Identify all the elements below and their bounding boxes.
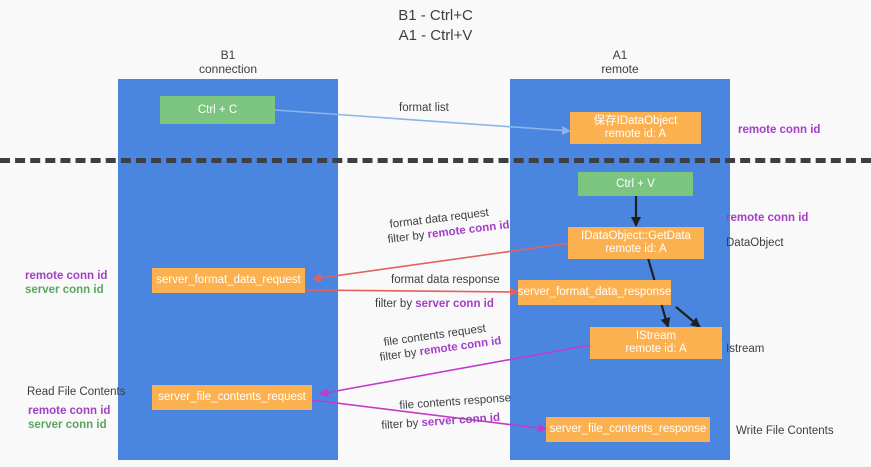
column-header-b1-role: connection [198,62,258,76]
note-left-server-conn-id-bottom: server conn id [28,419,107,431]
filter-key-server-conn-id-2: server conn id [421,411,501,430]
box-istream-label: IStream [635,330,677,342]
filter-prefix-1: filter by [387,229,429,246]
box-server-format-data-response[interactable]: server_format_data_response [518,280,671,305]
box-save-idataobject-label: 保存IDataObject [593,115,678,127]
box-ctrl-c-label: Ctrl + C [197,103,238,116]
phase-divider-line [0,158,871,163]
box-server-format-data-response-label: server_format_data_response [517,286,672,298]
box-ctrl-v[interactable]: Ctrl + V [578,172,693,196]
filter-key-server-conn-id-1: server conn id [415,298,494,310]
box-idataobject-getdata-sub: remote id: A [605,243,667,255]
box-istream-sub: remote id: A [625,343,687,355]
note-write-file-contents: Write File Contents [736,425,834,437]
box-server-file-contents-request-label: server_file_contents_request [158,391,306,403]
title-line-2: A1 - Ctrl+V [398,27,473,44]
note-left-remote-conn-id-bottom: remote conn id [28,405,111,417]
note-istream: Istream [726,343,765,355]
note-remote-conn-id-top: remote conn id [738,124,821,136]
filter-prefix-3: filter by [379,346,421,364]
note-left-remote-conn-id-mid: remote conn id [25,270,108,282]
column-header-a1-role: remote [601,62,639,76]
box-save-idataobject[interactable]: 保存IDataObject remote id: A [570,112,701,144]
note-left-server-conn-id-mid: server conn id [25,284,104,296]
box-idataobject-getdata[interactable]: IDataObject::GetData remote id: A [568,227,704,259]
page-title: B1 - Ctrl+C A1 - Ctrl+V [0,6,871,46]
box-save-idataobject-sub: remote id: A [604,128,667,140]
edge-label-file-contents-response-filter: filter by server conn id [381,412,500,432]
box-server-file-contents-response-label: server_file_contents_response [549,423,707,435]
box-server-file-contents-request[interactable]: server_file_contents_request [152,385,312,410]
box-server-format-data-request-label: server_format_data_request [156,274,301,286]
box-ctrl-v-label: Ctrl + V [616,177,655,190]
title-line-1: B1 - Ctrl+C [398,7,473,24]
edge-label-format-data-response-filter: filter by server conn id [375,298,494,310]
column-header-a1: A1 remote [510,48,730,76]
edge-label-file-contents-response: file contents response [399,392,512,412]
edge-label-format-data-response: format data response [391,274,500,286]
box-ctrl-c[interactable]: Ctrl + C [160,96,275,124]
column-header-a1-name: A1 [612,48,628,62]
column-header-b1: B1 connection [118,48,338,76]
box-server-format-data-request[interactable]: server_format_data_request [152,268,305,293]
note-read-file-contents: Read File Contents [27,386,126,398]
box-server-file-contents-response[interactable]: server_file_contents_response [546,417,710,442]
note-remote-conn-id-mid: remote conn id [726,212,809,224]
column-header-b1-name: B1 [220,48,236,62]
note-dataobject: DataObject [726,237,784,249]
box-idataobject-getdata-label: IDataObject::GetData [581,230,691,242]
box-istream[interactable]: IStream remote id: A [590,327,722,359]
filter-prefix-4: filter by [381,417,423,432]
filter-prefix-2: filter by [375,298,416,310]
edge-label-format-list: format list [399,102,449,114]
